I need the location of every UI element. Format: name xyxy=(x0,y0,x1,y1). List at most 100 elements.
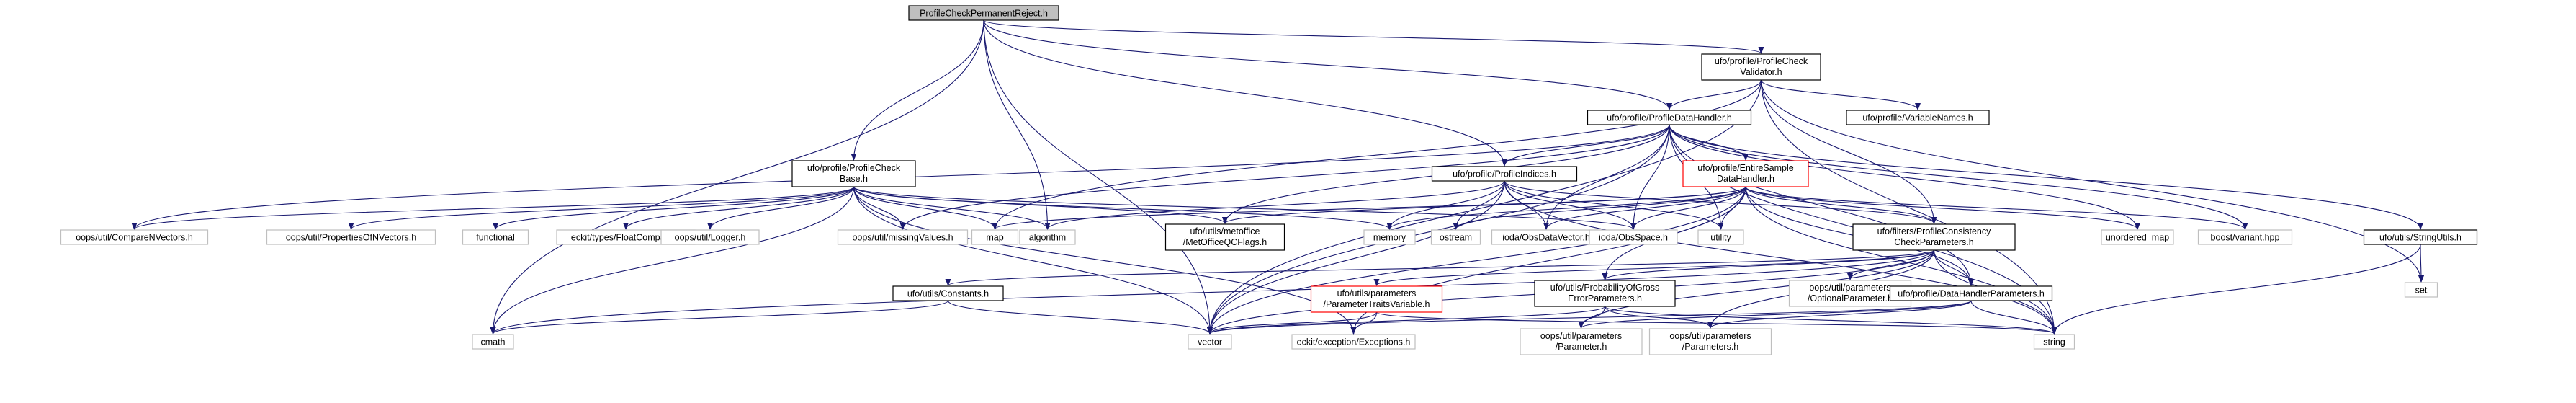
node-utility: utility xyxy=(1697,229,1744,245)
node-box xyxy=(1019,229,1076,245)
node-box xyxy=(971,229,1019,245)
node-label: map xyxy=(986,233,1003,243)
edge-validator-to-variablenames xyxy=(1760,79,1921,110)
edge-checkbase-to-propertiesof xyxy=(348,186,855,230)
edge-entiresample-to-consistency xyxy=(1745,186,1937,224)
node-label: DataHandler.h xyxy=(1717,174,1774,184)
node-optionalparam: oops/util/parameters/OptionalParameter.h xyxy=(1788,280,1912,307)
edge-probgross-to-vector xyxy=(1207,306,1606,335)
node-box xyxy=(266,229,436,245)
node-box xyxy=(2404,282,2438,298)
header-nodes: ProfileCheckPermanentReject.h ufo/profile… xyxy=(60,5,2478,355)
node-box xyxy=(837,229,969,245)
edge-datahandler-to-boostvariant xyxy=(1669,124,2248,230)
edge-root-to-vector xyxy=(983,19,1213,335)
edge-entiresample-to-iodaobsspace xyxy=(1630,186,1746,230)
node-label: functional xyxy=(476,233,515,243)
node-dhparams[interactable]: ufo/profile/DataHandlerParameters.h xyxy=(1889,285,2053,301)
node-iodadatavector: ioda/ObsDataVector.h xyxy=(1491,229,1602,245)
node-consistency[interactable]: ufo/filters/ProfileConsistencyCheckParam… xyxy=(1852,223,2016,251)
node-label: ufo/utils/metoffice xyxy=(1190,226,1260,236)
node-label: ufo/profile/ProfileIndices.h xyxy=(1453,169,1556,180)
node-algorithm: algorithm xyxy=(1019,229,1076,245)
node-box xyxy=(1188,334,1232,350)
node-label: /ParameterTraitsVariable.h xyxy=(1324,299,1430,309)
node-box xyxy=(1889,285,2053,301)
node-string: string xyxy=(2033,334,2075,350)
node-variablenames[interactable]: ufo/profile/VariableNames.h xyxy=(1846,110,1990,125)
node-constants[interactable]: ufo/utils/Constants.h xyxy=(892,285,1004,301)
node-label: eckit/types/FloatCompare.h xyxy=(571,233,681,243)
node-label: eckit/exception/Exceptions.h xyxy=(1297,337,1411,347)
edge-consistency-to-dhparams xyxy=(1933,249,1974,286)
node-box xyxy=(1589,229,1678,245)
node-label: /Parameter.h xyxy=(1556,342,1607,352)
node-label: ErrorParameters.h xyxy=(1568,293,1642,304)
node-label: /OptionalParameter.h xyxy=(1808,293,1893,304)
edge-indices-to-iodaobsspace xyxy=(1504,180,1636,230)
node-indices[interactable]: ufo/profile/ProfileIndices.h xyxy=(1431,166,1578,182)
edge-constants-to-cmath xyxy=(490,300,949,335)
node-label: oops/util/PropertiesOfNVectors.h xyxy=(286,233,416,243)
edge-entiresample-to-memory xyxy=(1386,186,1746,230)
edge-constants-to-vector xyxy=(947,300,1213,335)
edge-datahandler-to-stringutils xyxy=(1669,124,2423,230)
edge-checkbase-to-vector xyxy=(853,186,1213,335)
edge-probgross-to-string xyxy=(1604,306,2057,335)
edge-root-to-indices xyxy=(983,19,1507,167)
node-probgross[interactable]: ufo/utils/ProbabilityOfGrossErrorParamet… xyxy=(1534,280,1676,307)
edge-validator-to-map xyxy=(992,79,1762,230)
node-box xyxy=(1164,223,1285,251)
edge-root-to-checkbase xyxy=(851,19,984,161)
node-label: CheckParameters.h xyxy=(1894,237,1974,247)
node-traitsvariable[interactable]: ufo/utils/parameters/ParameterTraitsVari… xyxy=(1310,285,1443,313)
edge-consistency-to-parameter xyxy=(1578,249,1935,329)
node-label: ufo/utils/StringUtils.h xyxy=(2379,233,2461,243)
node-root[interactable]: ProfileCheckPermanentReject.h xyxy=(908,5,1059,21)
node-label: ufo/profile/VariableNames.h xyxy=(1862,113,1973,123)
node-box xyxy=(1852,223,2016,251)
edge-dhparams-to-parameter xyxy=(1578,300,1972,329)
node-box xyxy=(1648,328,1772,355)
node-box xyxy=(1310,285,1443,313)
node-box xyxy=(472,334,514,350)
node-box xyxy=(1430,229,1481,245)
node-label: oops/util/parameters xyxy=(1669,331,1751,341)
edge-validator-to-datahandler xyxy=(1666,79,1762,110)
node-box xyxy=(2363,229,2478,245)
node-box xyxy=(1701,53,1821,81)
node-box xyxy=(1697,229,1744,245)
node-box xyxy=(1520,328,1643,355)
edge-consistency-to-traitsvariable xyxy=(1373,249,1935,286)
node-box xyxy=(791,160,916,187)
node-exceptions: eckit/exception/Exceptions.h xyxy=(1291,334,1416,350)
node-map: map xyxy=(971,229,1019,245)
node-metoffice[interactable]: ufo/utils/metoffice/MetOfficeQCFlags.h xyxy=(1164,223,1285,251)
node-parameters: oops/util/parameters/Parameters.h xyxy=(1648,328,1772,355)
node-label: oops/util/missingValues.h xyxy=(852,233,953,243)
node-boostvariant: boost/variant.hpp xyxy=(2197,229,2293,245)
edge-entiresample-to-unorderedmap xyxy=(1745,186,2140,230)
edge-checkbase-to-missingvalues xyxy=(853,186,906,230)
edge-dhparams-to-parameters xyxy=(1707,300,1972,329)
node-label: utility xyxy=(1710,233,1731,243)
node-box xyxy=(1846,110,1990,125)
edge-checkbase-to-memory xyxy=(853,186,1393,230)
edge-root-to-datahandler xyxy=(983,19,1672,110)
node-box xyxy=(1534,280,1676,307)
edge-indices-to-vector xyxy=(1207,180,1505,335)
edge-checkbase-to-floatcompare xyxy=(623,186,855,230)
node-datahandler[interactable]: ufo/profile/ProfileDataHandler.h xyxy=(1587,110,1752,125)
edge-checkbase-to-cmath xyxy=(490,186,855,335)
node-label: Base.h xyxy=(840,174,868,184)
edge-probgross-to-parameters xyxy=(1604,306,1713,329)
edge-stringutils-to-string xyxy=(2051,244,2421,335)
edge-traitsvariable-to-vector xyxy=(1207,311,1378,335)
edge-checkbase-to-iodaobsspace xyxy=(853,186,1636,230)
node-functional: functional xyxy=(462,229,529,245)
edge-dhparams-to-vector xyxy=(1207,300,1972,335)
node-stringutils[interactable]: ufo/utils/StringUtils.h xyxy=(2363,229,2478,245)
